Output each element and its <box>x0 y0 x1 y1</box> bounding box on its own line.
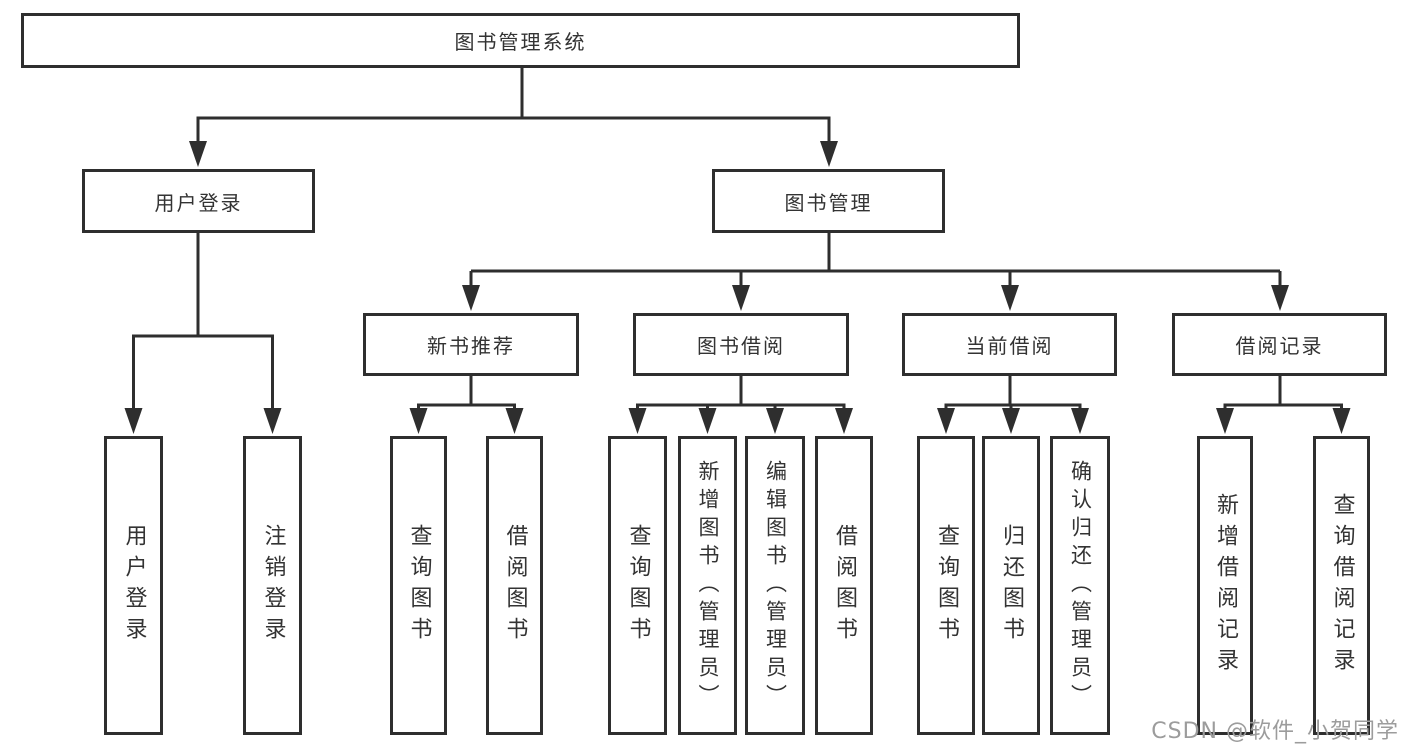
leaf-user-login-label: 用户登录 <box>121 523 147 648</box>
node-root-label: 图书管理系统 <box>454 30 587 54</box>
leaf-add-book-admin-label: 新增图书（管理员） <box>696 459 720 712</box>
leaf-logout: 注销登录 <box>243 436 302 735</box>
leaf-query-books-current: 查询图书 <box>917 436 975 735</box>
node-new-book-recommend-label: 新书推荐 <box>427 334 515 358</box>
node-new-book-recommend: 新书推荐 <box>363 313 579 376</box>
leaf-edit-book-admin-label: 编辑图书（管理员） <box>763 459 788 712</box>
leaf-user-login: 用户登录 <box>104 436 163 735</box>
node-borrowing-records-label: 借阅记录 <box>1235 334 1324 358</box>
leaf-confirm-return-admin-label: 确认归还（管理员） <box>1068 459 1093 712</box>
node-book-borrowing-label: 图书借阅 <box>697 334 785 358</box>
node-borrowing-records: 借阅记录 <box>1172 313 1387 376</box>
leaf-query-books-recommend: 查询图书 <box>390 436 447 735</box>
node-book-management-branch: 图书管理 <box>712 169 945 233</box>
leaf-confirm-return-admin: 确认归还（管理员） <box>1050 436 1110 735</box>
leaf-return-book-label: 归还图书 <box>999 523 1024 648</box>
leaf-query-borrow-record-label: 查询借阅记录 <box>1329 492 1355 679</box>
leaf-logout-label: 注销登录 <box>260 523 286 648</box>
leaf-add-borrow-record-label: 新增借阅记录 <box>1213 492 1238 679</box>
leaf-borrow-books-recommend: 借阅图书 <box>486 436 543 735</box>
node-root-system: 图书管理系统 <box>21 13 1020 68</box>
leaf-add-borrow-record: 新增借阅记录 <box>1197 436 1253 735</box>
node-current-borrowing: 当前借阅 <box>902 313 1117 376</box>
leaf-borrow-book-label: 借阅图书 <box>832 523 857 648</box>
leaf-query-books-recommend-label: 查询图书 <box>406 523 432 648</box>
leaf-return-book: 归还图书 <box>982 436 1040 735</box>
leaf-borrow-books-recommend-label: 借阅图书 <box>502 523 528 648</box>
csdn-watermark: CSDN @软件_小贺同学 <box>1151 719 1399 744</box>
node-user-login-label: 用户登录 <box>154 190 243 215</box>
leaf-query-borrow-record: 查询借阅记录 <box>1313 436 1370 735</box>
leaf-borrow-book: 借阅图书 <box>815 436 873 735</box>
arrow-heads <box>124 141 1351 434</box>
node-book-borrowing: 图书借阅 <box>633 313 849 376</box>
leaf-query-books-current-label: 查询图书 <box>934 523 959 648</box>
node-current-borrowing-label: 当前借阅 <box>965 334 1054 358</box>
node-book-management-label: 图书管理 <box>784 190 873 215</box>
leaf-query-books-borrowing-label: 查询图书 <box>625 523 651 648</box>
leaf-add-book-admin: 新增图书（管理员） <box>678 436 737 735</box>
leaf-query-books-borrowing: 查询图书 <box>608 436 667 735</box>
node-user-login-branch: 用户登录 <box>82 169 315 233</box>
leaf-edit-book-admin: 编辑图书（管理员） <box>745 436 805 735</box>
